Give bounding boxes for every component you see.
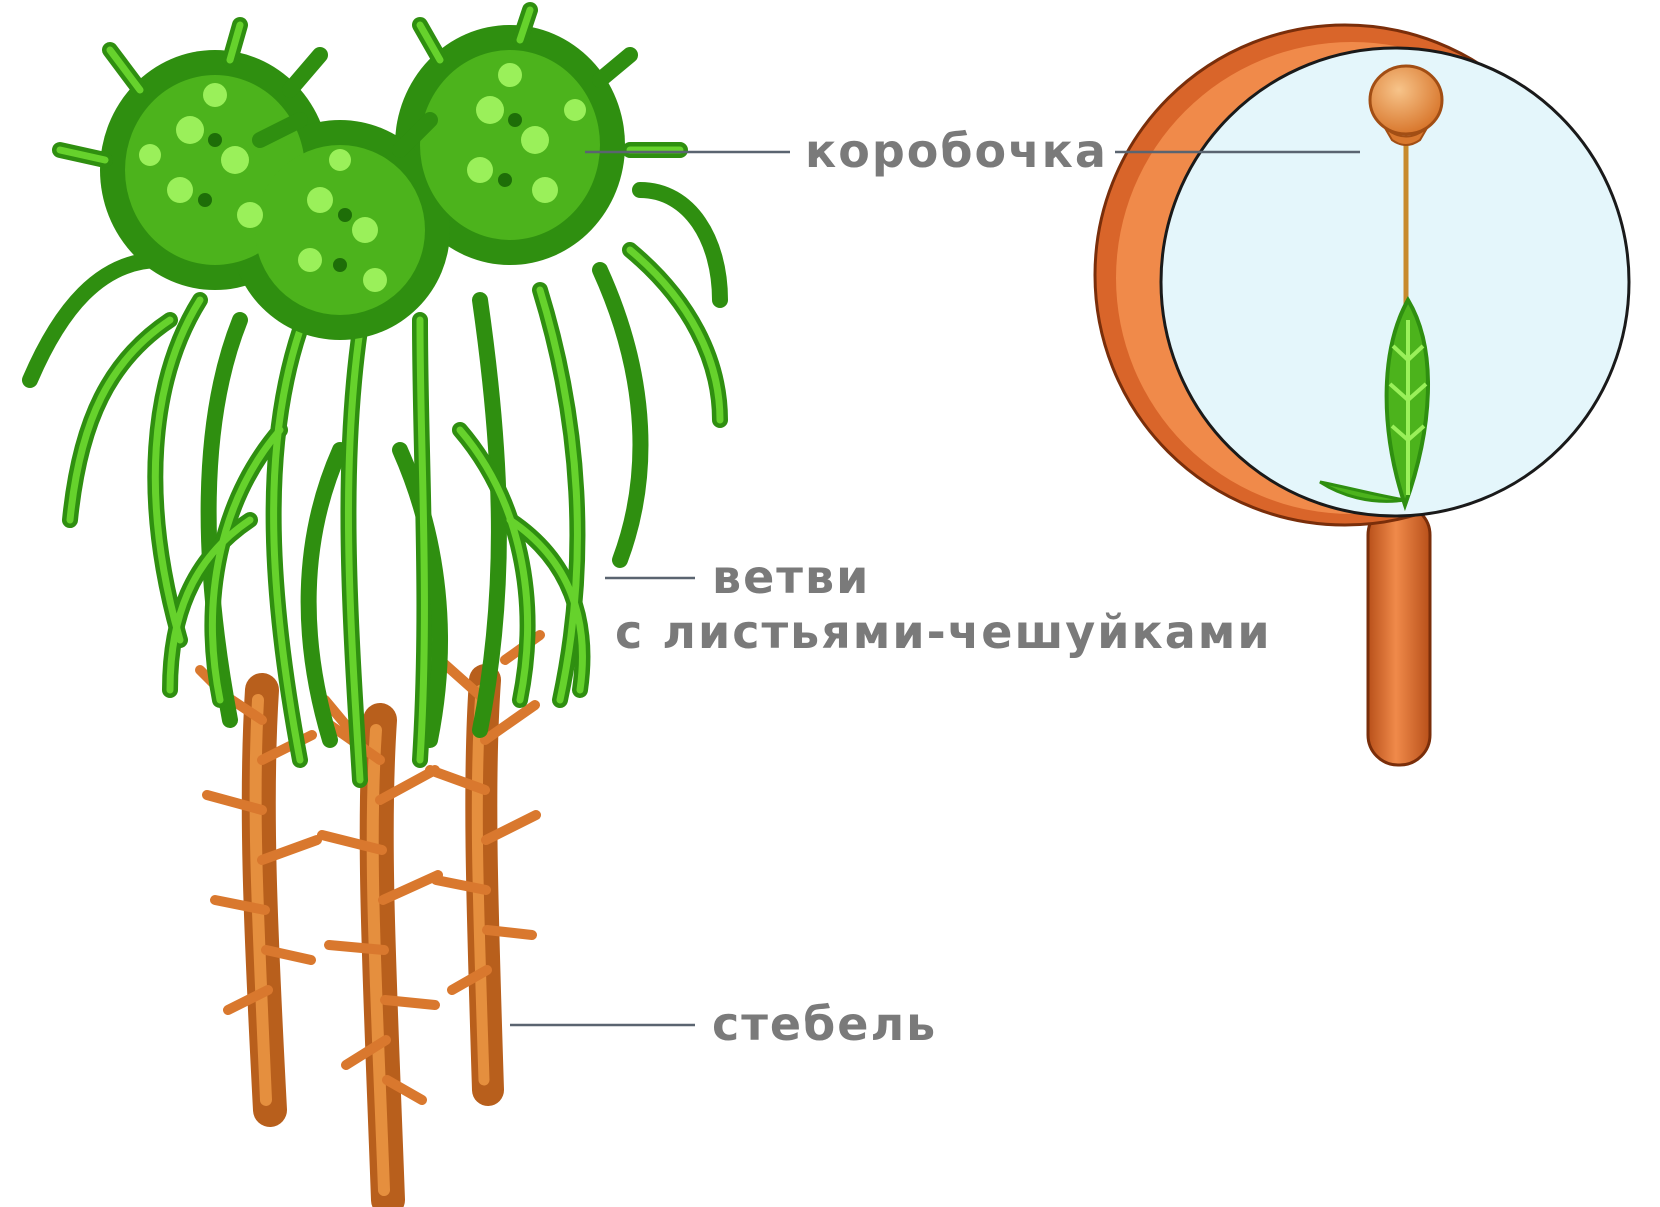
magnifier-handle	[1368, 505, 1430, 765]
label-branches-line1: ветви	[712, 550, 870, 604]
capsule-shape	[1370, 66, 1442, 134]
label-capsule: коробочка	[805, 124, 1108, 178]
moss-rosettes	[60, 10, 680, 340]
label-stem: стебель	[712, 997, 937, 1051]
label-branches-line2: с листьями-чешуйками	[615, 605, 1272, 659]
